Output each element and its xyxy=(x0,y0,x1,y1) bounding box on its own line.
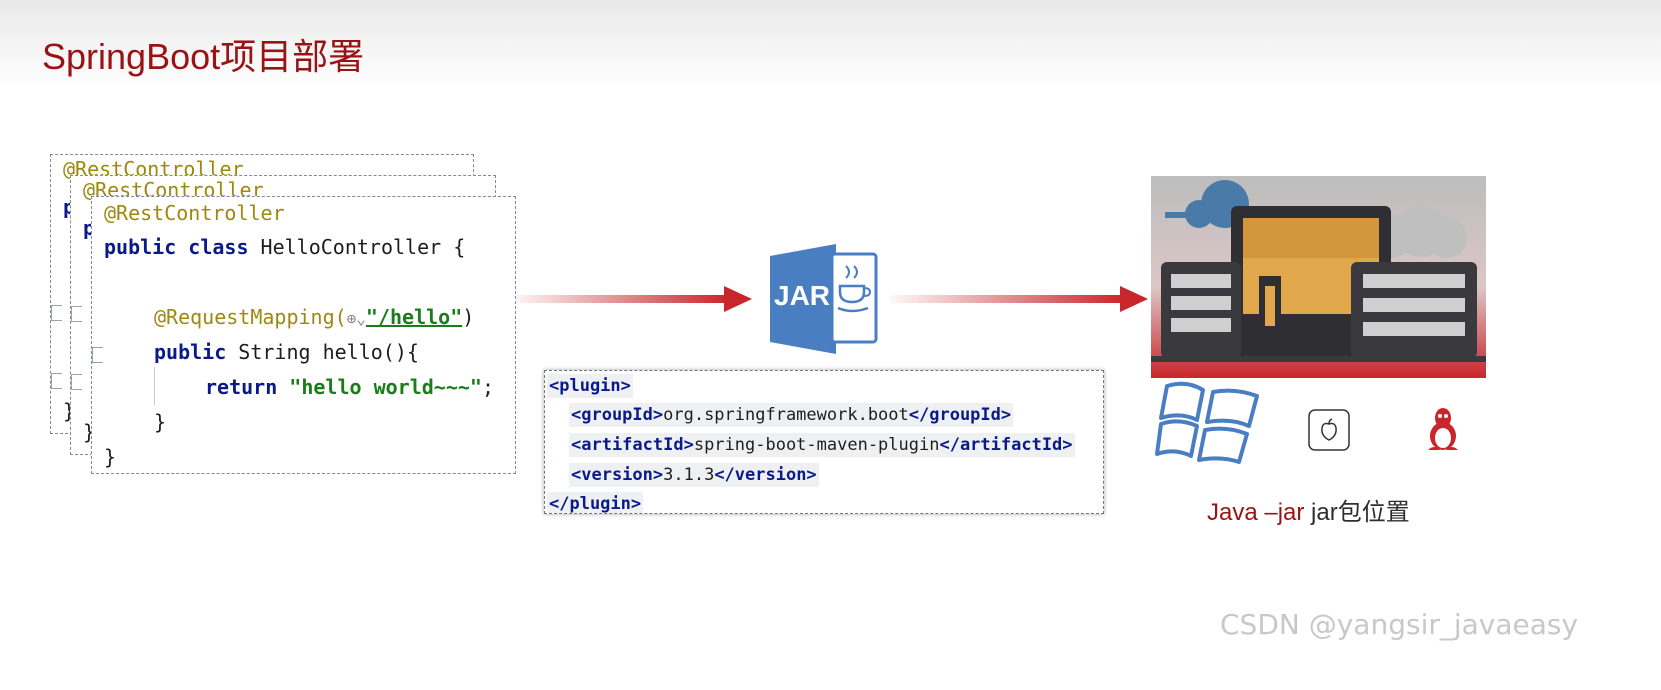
xml-tag: </plugin> xyxy=(549,494,642,514)
fold-marker xyxy=(71,374,82,390)
xml-tag: <groupId> xyxy=(571,405,664,425)
xml-line-artifact-id: <artifactId>spring-boot-maven-plugin</ar… xyxy=(569,433,1075,457)
code-card-front: @RestController public class HelloContro… xyxy=(91,196,516,474)
fold-marker xyxy=(51,305,62,321)
xml-line-plugin-close: </plugin> xyxy=(547,492,644,514)
annotation-text: @RestController xyxy=(104,201,285,225)
slide-title: SpringBoot项目部署 xyxy=(42,36,365,77)
fold-marker xyxy=(71,306,82,322)
request-mapping-line: @RequestMapping(⊕⌄"/hello") xyxy=(154,305,474,329)
xml-value: spring-boot-maven-plugin xyxy=(693,435,940,455)
class-name: HelloController { xyxy=(248,235,466,259)
jar-label: JAR xyxy=(774,280,831,311)
class-keyword: public class xyxy=(104,235,249,259)
maven-plugin-snippet: <plugin> <groupId>org.springframework.bo… xyxy=(544,370,1104,514)
xml-value: org.springframework.boot xyxy=(663,405,909,425)
fold-marker xyxy=(92,347,103,363)
xml-line-plugin-open: <plugin> xyxy=(547,374,633,398)
xml-tag: </groupId> xyxy=(908,405,1012,425)
class-close-brace: } xyxy=(104,445,117,469)
header-band xyxy=(0,0,1661,90)
fold-marker xyxy=(51,373,62,389)
mapping-path-link[interactable]: "/hello" xyxy=(365,305,463,329)
xml-tag: <plugin> xyxy=(549,376,631,396)
run-command-caption: Java –jar jar包位置 xyxy=(1207,492,1410,527)
jar-file-icon: JAR xyxy=(766,242,880,356)
method-signature: String hello(){ xyxy=(226,340,419,364)
xml-tag: </artifactId> xyxy=(939,435,1073,455)
return-keyword: return xyxy=(205,375,278,399)
method-declaration: public String hello(){ xyxy=(154,340,419,364)
watermark: CSDN @yangsir_javaeasy xyxy=(1220,608,1579,641)
jar-location: jar包位置 xyxy=(1304,499,1410,526)
class-declaration: public class HelloController { xyxy=(104,235,465,259)
xml-value: 3.1.3 xyxy=(663,465,715,485)
server-illustration xyxy=(1151,176,1486,378)
xml-tag: <version> xyxy=(571,465,664,485)
windows-icon xyxy=(1155,381,1259,464)
xml-line-group-id: <groupId>org.springframework.boot</group… xyxy=(569,403,1014,427)
xml-tag: <artifactId> xyxy=(571,435,694,455)
linux-icon xyxy=(1428,408,1458,450)
request-mapping-annotation: @RequestMapping( xyxy=(154,305,347,329)
mapping-close-paren: ) xyxy=(462,305,475,329)
semicolon: ; xyxy=(481,375,494,399)
xml-line-version: <version>3.1.3</version> xyxy=(569,463,819,487)
run-command: Java –jar xyxy=(1207,499,1305,526)
arrow-right-icon xyxy=(516,286,752,312)
method-close-brace: } xyxy=(154,410,167,434)
arrow-right-icon xyxy=(890,286,1148,312)
globe-icon[interactable]: ⊕⌄ xyxy=(346,309,366,328)
return-string: "hello world~~~" xyxy=(289,375,482,399)
method-keyword: public xyxy=(154,340,227,364)
apple-icon xyxy=(1308,409,1350,451)
xml-tag: </version> xyxy=(714,465,817,485)
return-statement: return "hello world~~~"; xyxy=(205,375,494,399)
indent-guide xyxy=(154,367,155,405)
